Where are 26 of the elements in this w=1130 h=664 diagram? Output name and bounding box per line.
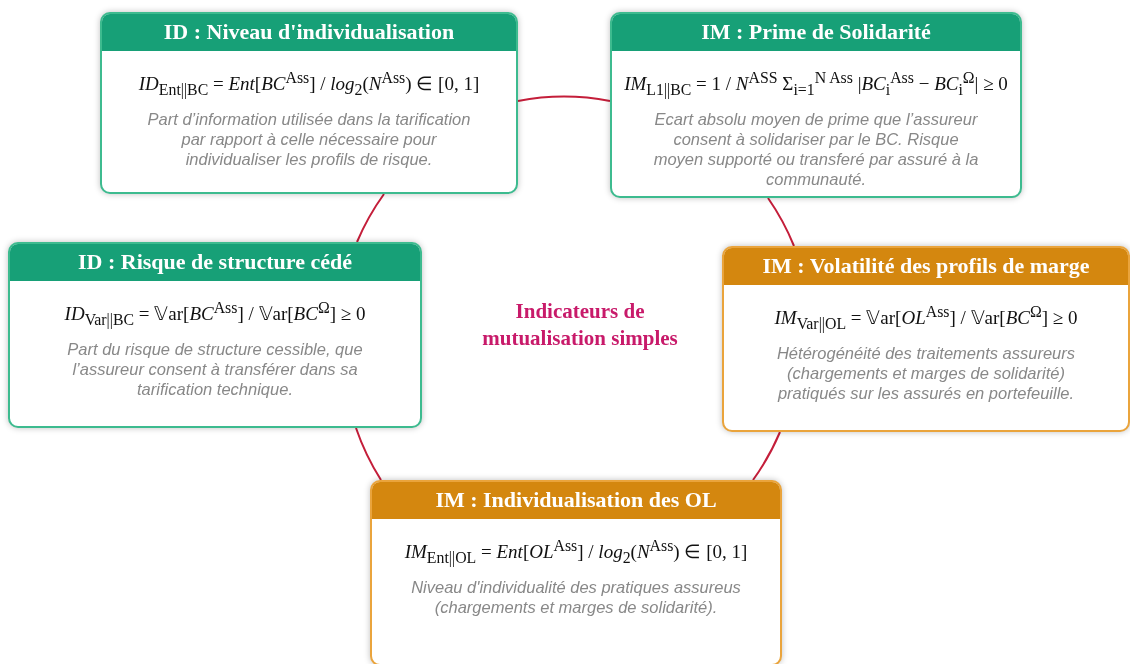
circle-arc-connector [752, 431, 781, 481]
circle-arc-connector [517, 95, 611, 102]
formula: IM$_{Ent||OL}$ = Ent[OL$^{Ass}$] / log$_{2}$(N$^{Ass}$) ∈ [0, 1] [403, 537, 749, 568]
card-header: IM : Prime de Solidarité [612, 14, 1020, 51]
circle-arc-connector [355, 427, 382, 481]
description-text: Part du risque de structure cessible, que l’assureur consent à transférer dans sa tarification technique. [66, 339, 364, 400]
description-text: Niveau d'individualité des pratiques assureus (chargements et marges de solidarité). [410, 577, 742, 618]
indicator-card [610, 12, 1022, 198]
indicator-card [722, 246, 1130, 432]
card-header: IM : Volatilité des profils de marge [724, 248, 1128, 285]
indicator-card [370, 480, 782, 664]
card-header: ID : Risque de structure cédé [10, 244, 420, 281]
description-text: Ecart absolu moyen de prime que l’assureur consent à solidariser par le BC. Risque moyen supporté ou transferé par assuré à la communauté. [652, 109, 980, 190]
formula: ID$_{Var||BC}$ = 𝕍ar[BC$^{Ass}$] / 𝕍ar[BC$^{Ω}$] ≥ 0 [63, 299, 367, 330]
card-header: ID : Niveau d'individualisation [102, 14, 516, 51]
description-text: Part d’information utilisée dans la tarification par rapport à celle nécessaire pour individualiser les profils de risque. [146, 109, 472, 170]
center-title: Indicateurs de mutualisation simples [481, 298, 679, 352]
description-text: Hétérogénéité des traitements assureurs (chargements et marges de solidarité) pratiqués sur les assurés en portefeuille. [775, 343, 1077, 404]
indicator-card [8, 242, 422, 428]
card-header: IM : Individualisation des OL [372, 482, 780, 519]
formula: ID$_{Ent||BC}$ = Ent[BC$^{Ass}$] / log$_{2}$(N$^{Ass}$) ∈ [0, 1] [137, 69, 481, 100]
circle-arc-connector [356, 193, 385, 243]
formula: IM$_{L1||BC}$ = 1 / N$^{ASS}$ Σ$_{i=1}$$^{N Ass}$ |BC$_{i}$$^{Ass}$ − BC$_{i}$$^{Ω}$| ≥ 0 [623, 69, 1009, 100]
formula: IM$_{Var||OL}$ = 𝕍ar[OL$^{Ass}$] / 𝕍ar[BC$^{Ω}$] ≥ 0 [773, 303, 1079, 334]
indicator-card [100, 12, 518, 194]
circle-arc-connector [767, 197, 795, 247]
